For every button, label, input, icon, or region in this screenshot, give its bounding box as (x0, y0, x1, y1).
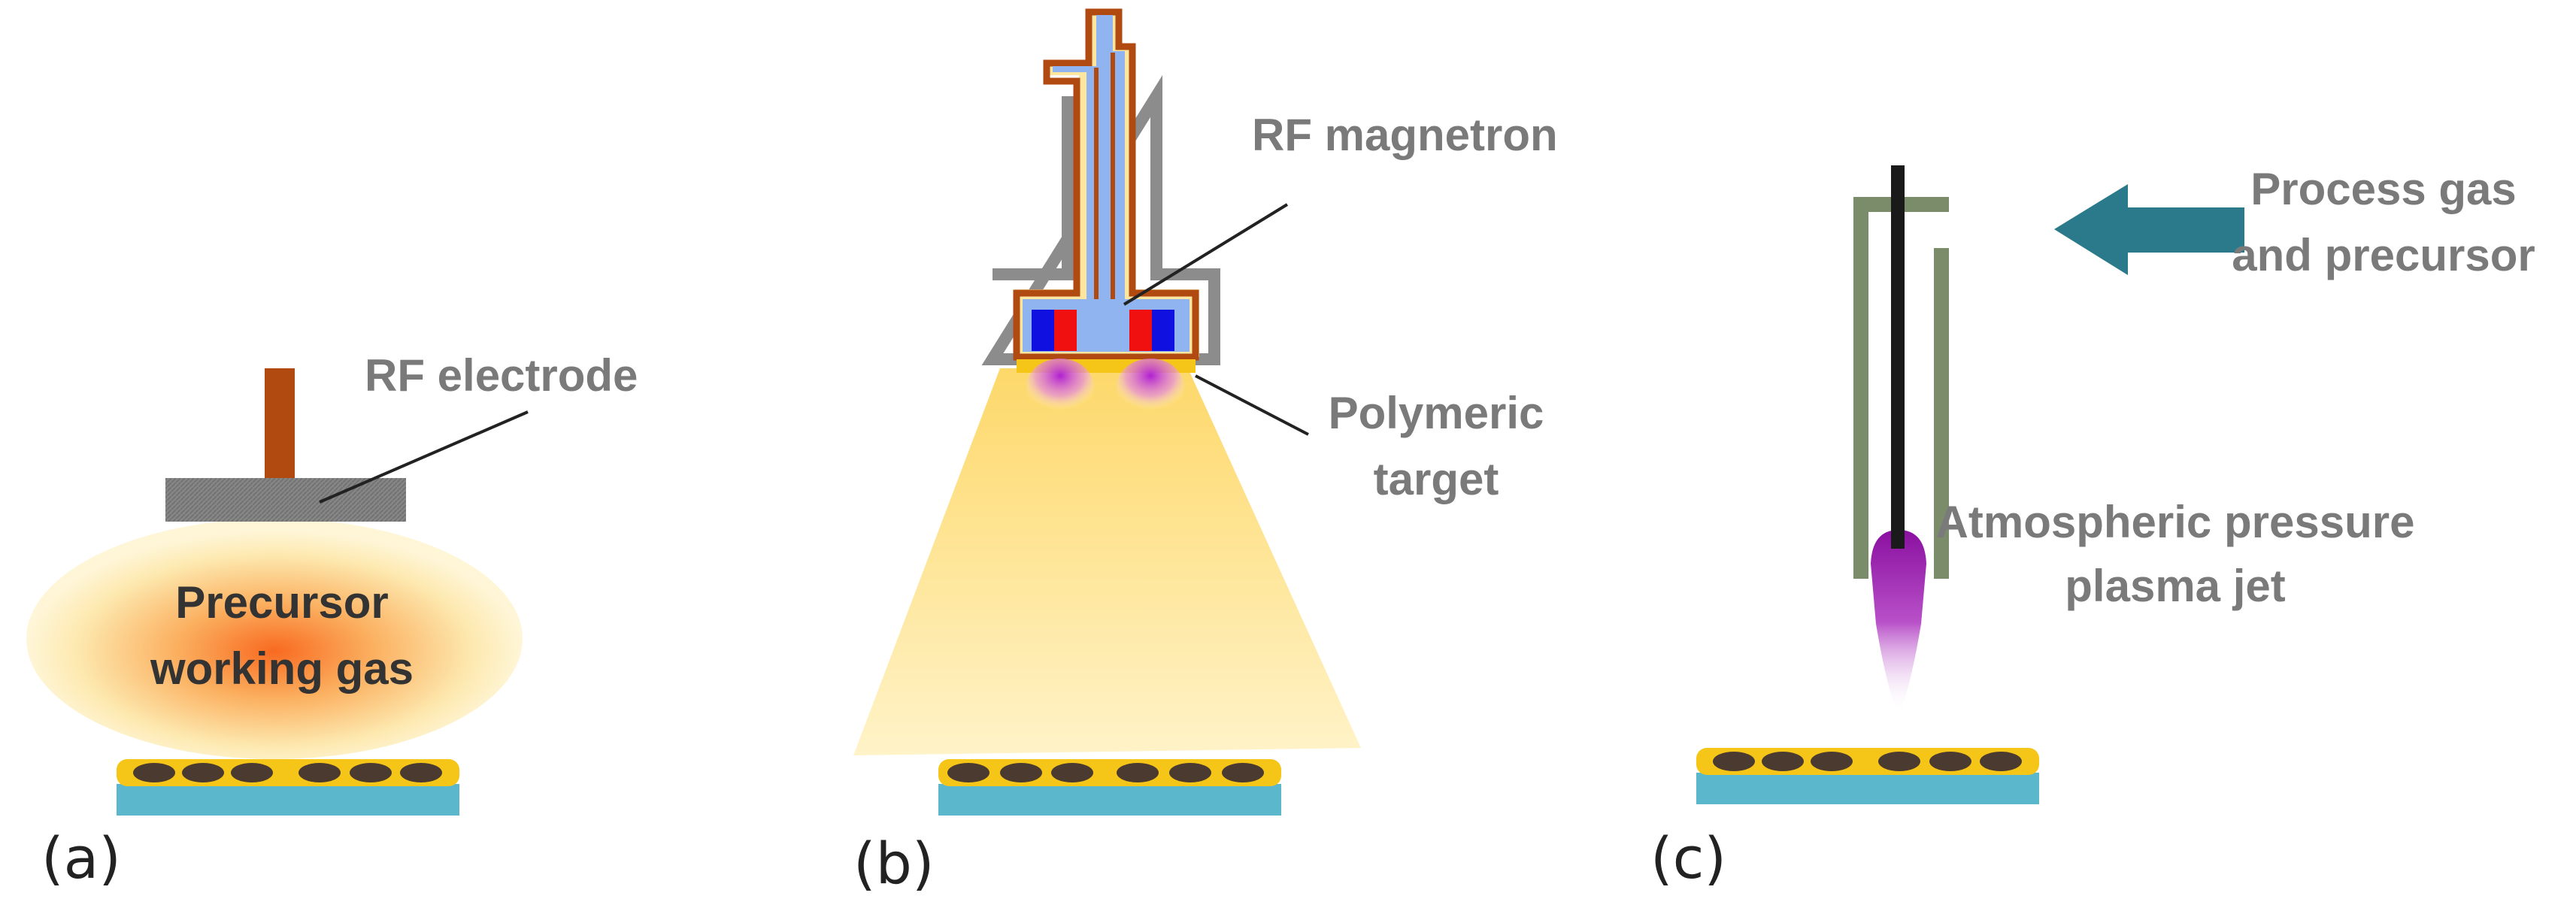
rf-electrode-stem (265, 368, 295, 481)
substrate-c (1696, 748, 2039, 804)
particle (133, 763, 175, 782)
process-gas-label-line1: Process gas (2250, 164, 2517, 214)
coating-particles (947, 763, 1264, 782)
target-label-line1: Polymeric (1329, 388, 1544, 438)
particle (1713, 752, 1755, 771)
plasma-glow-right (1117, 359, 1184, 416)
substrate-base (938, 784, 1281, 816)
rf-electrode-plate (165, 478, 406, 522)
rf-electrode-leader (319, 410, 529, 504)
panel-b: RF magnetron Polymeric target (b) (853, 8, 1558, 897)
particle (1929, 752, 1971, 771)
target-label-line2: target (1374, 454, 1499, 504)
magnetron-label: RF magnetron (1252, 110, 1558, 160)
inner-copper-line (1094, 53, 1115, 299)
plasma-jet-plume (1871, 530, 1926, 714)
precursor-gas-cloud (26, 519, 523, 759)
magnetron-leader (1123, 203, 1289, 306)
deposition-plume (853, 368, 1361, 755)
gas-inflow-arrow (2054, 184, 2244, 275)
particle (1000, 763, 1042, 782)
panel-c-tag: (c) (1650, 825, 1726, 891)
gas-label-line2: working gas (150, 643, 414, 694)
jet-label-line1: Atmospheric pressure (1936, 497, 2415, 547)
coating-particles (133, 763, 442, 782)
substrate-base (117, 784, 459, 816)
particle (1762, 752, 1804, 771)
particle (947, 763, 989, 782)
coating-particles (1713, 752, 2022, 771)
magnet-blue-right (1152, 310, 1174, 351)
substrate-a (117, 759, 459, 816)
particle (1169, 763, 1211, 782)
magnet-red-left (1054, 310, 1077, 351)
panel-a-tag: (a) (41, 825, 121, 891)
jet-central-electrode (1891, 165, 1905, 549)
rf-electrode-label: RF electrode (365, 350, 638, 401)
jet-label-line2: plasma jet (2065, 561, 2285, 611)
panel-b-tag: (b) (853, 830, 935, 897)
target-leader (1195, 374, 1309, 436)
particle (1222, 763, 1264, 782)
jet-outer-tube-left (1853, 197, 1949, 579)
substrate-b (938, 759, 1281, 816)
particle (299, 763, 341, 782)
particle (1117, 763, 1159, 782)
magnet-red-right (1129, 310, 1152, 351)
panel-a: RF electrode Precursor working gas (a) (26, 350, 638, 891)
magnet-blue-left (1032, 310, 1054, 351)
gas-label-line1: Precursor (175, 577, 388, 628)
particle (1980, 752, 2022, 771)
magnetron-copper-casing (1013, 8, 1199, 361)
plasma-glow-left (1026, 359, 1094, 416)
panel-c: Process gas and precursor Atmospheric pr… (1650, 164, 2535, 891)
particle (1051, 763, 1093, 782)
particle (182, 763, 224, 782)
particle (350, 763, 392, 782)
magnetron-cooling-channel (1023, 15, 1190, 352)
substrate-base (1696, 773, 2039, 804)
particle (1878, 752, 1920, 771)
particle (400, 763, 442, 782)
particle (1811, 752, 1853, 771)
process-gas-label-line2: and precursor (2232, 230, 2535, 280)
particle (231, 763, 273, 782)
